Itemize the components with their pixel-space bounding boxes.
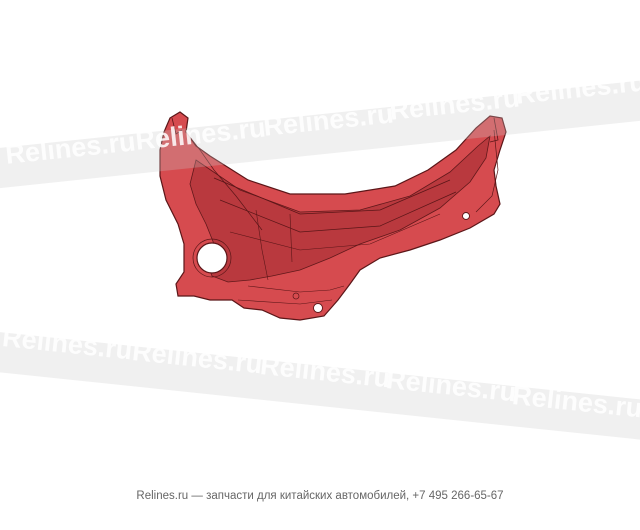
panel-hole <box>196 242 228 274</box>
footer-caption: Relines.ru — запчасти для китайских авто… <box>0 490 640 502</box>
footer-brand: Relines.ru <box>136 490 189 502</box>
footer-tagline: — запчасти для китайских автомобилей, +7… <box>188 490 504 502</box>
